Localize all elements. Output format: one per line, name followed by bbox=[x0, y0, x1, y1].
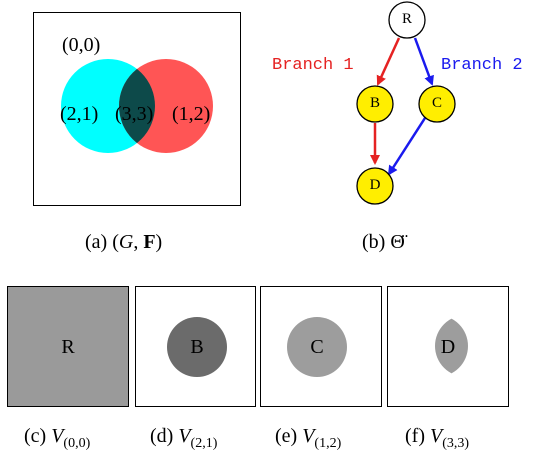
caption-d-prefix: (d) bbox=[150, 425, 179, 447]
panel-c-frame bbox=[7, 286, 129, 407]
edge-c-d bbox=[387, 117, 427, 176]
caption-a-sep: , bbox=[133, 231, 144, 253]
caption-c-prefix: (c) bbox=[24, 425, 52, 447]
caption-d-sub: (2,1) bbox=[190, 436, 218, 451]
caption-b-prefix: (b) bbox=[362, 231, 391, 253]
caption-a-open: ( bbox=[112, 231, 119, 253]
caption-b-symbol: Θ̈ bbox=[390, 231, 405, 253]
caption-d-V: V bbox=[178, 425, 191, 447]
caption-f-prefix: (f) bbox=[405, 425, 430, 447]
caption-a-close: ) bbox=[155, 231, 163, 253]
label-overlap-region: (3,3) bbox=[115, 103, 154, 125]
branch-2-label: Branch 2 bbox=[441, 56, 523, 75]
label-left-region: (2,1) bbox=[60, 103, 99, 125]
edge-r-b bbox=[376, 37, 401, 86]
node-c-label: C bbox=[431, 95, 442, 111]
node-b-label: B bbox=[369, 95, 380, 111]
caption-d: (d) V(2,1) bbox=[150, 426, 217, 451]
panel-c-letter: R bbox=[61, 336, 75, 358]
caption-f-sub: (3,3) bbox=[442, 436, 470, 451]
node-c bbox=[418, 85, 456, 123]
node-r bbox=[388, 1, 426, 39]
caption-f: (f) V(3,3) bbox=[405, 426, 469, 451]
node-d-label: D bbox=[369, 177, 381, 193]
caption-e-sub: (1,2) bbox=[314, 436, 342, 451]
venn-overlap-region bbox=[119, 59, 155, 153]
panel-d-blob bbox=[167, 317, 227, 377]
node-r-label: R bbox=[401, 11, 412, 27]
branch-1-label: Branch 1 bbox=[272, 56, 354, 75]
caption-a: (a) (G, F) bbox=[85, 232, 162, 252]
node-d bbox=[356, 167, 394, 205]
caption-e: (e) V(1,2) bbox=[275, 426, 341, 451]
caption-c: (c) V(0,0) bbox=[24, 426, 90, 451]
caption-c-sub: (0,0) bbox=[63, 436, 91, 451]
panel-e-blob bbox=[287, 317, 347, 377]
caption-e-V: V bbox=[302, 425, 315, 447]
caption-a-prefix: (a) bbox=[85, 231, 113, 253]
caption-e-prefix: (e) bbox=[275, 425, 303, 447]
panel-f-blob bbox=[435, 315, 468, 377]
caption-f-V: V bbox=[429, 425, 443, 447]
caption-b: (b) Θ̈ bbox=[362, 232, 405, 252]
node-b bbox=[356, 85, 394, 123]
caption-c-V: V bbox=[51, 425, 64, 447]
label-origin: (0,0) bbox=[62, 34, 101, 56]
panel-f-letter: D bbox=[440, 336, 456, 358]
label-right-region: (1,2) bbox=[172, 103, 211, 125]
caption-a-G: G bbox=[118, 231, 134, 253]
edge-r-c bbox=[413, 37, 434, 86]
panel-e-letter: C bbox=[310, 336, 324, 358]
panel-d-letter: B bbox=[190, 336, 204, 358]
caption-a-F: F bbox=[143, 231, 156, 253]
